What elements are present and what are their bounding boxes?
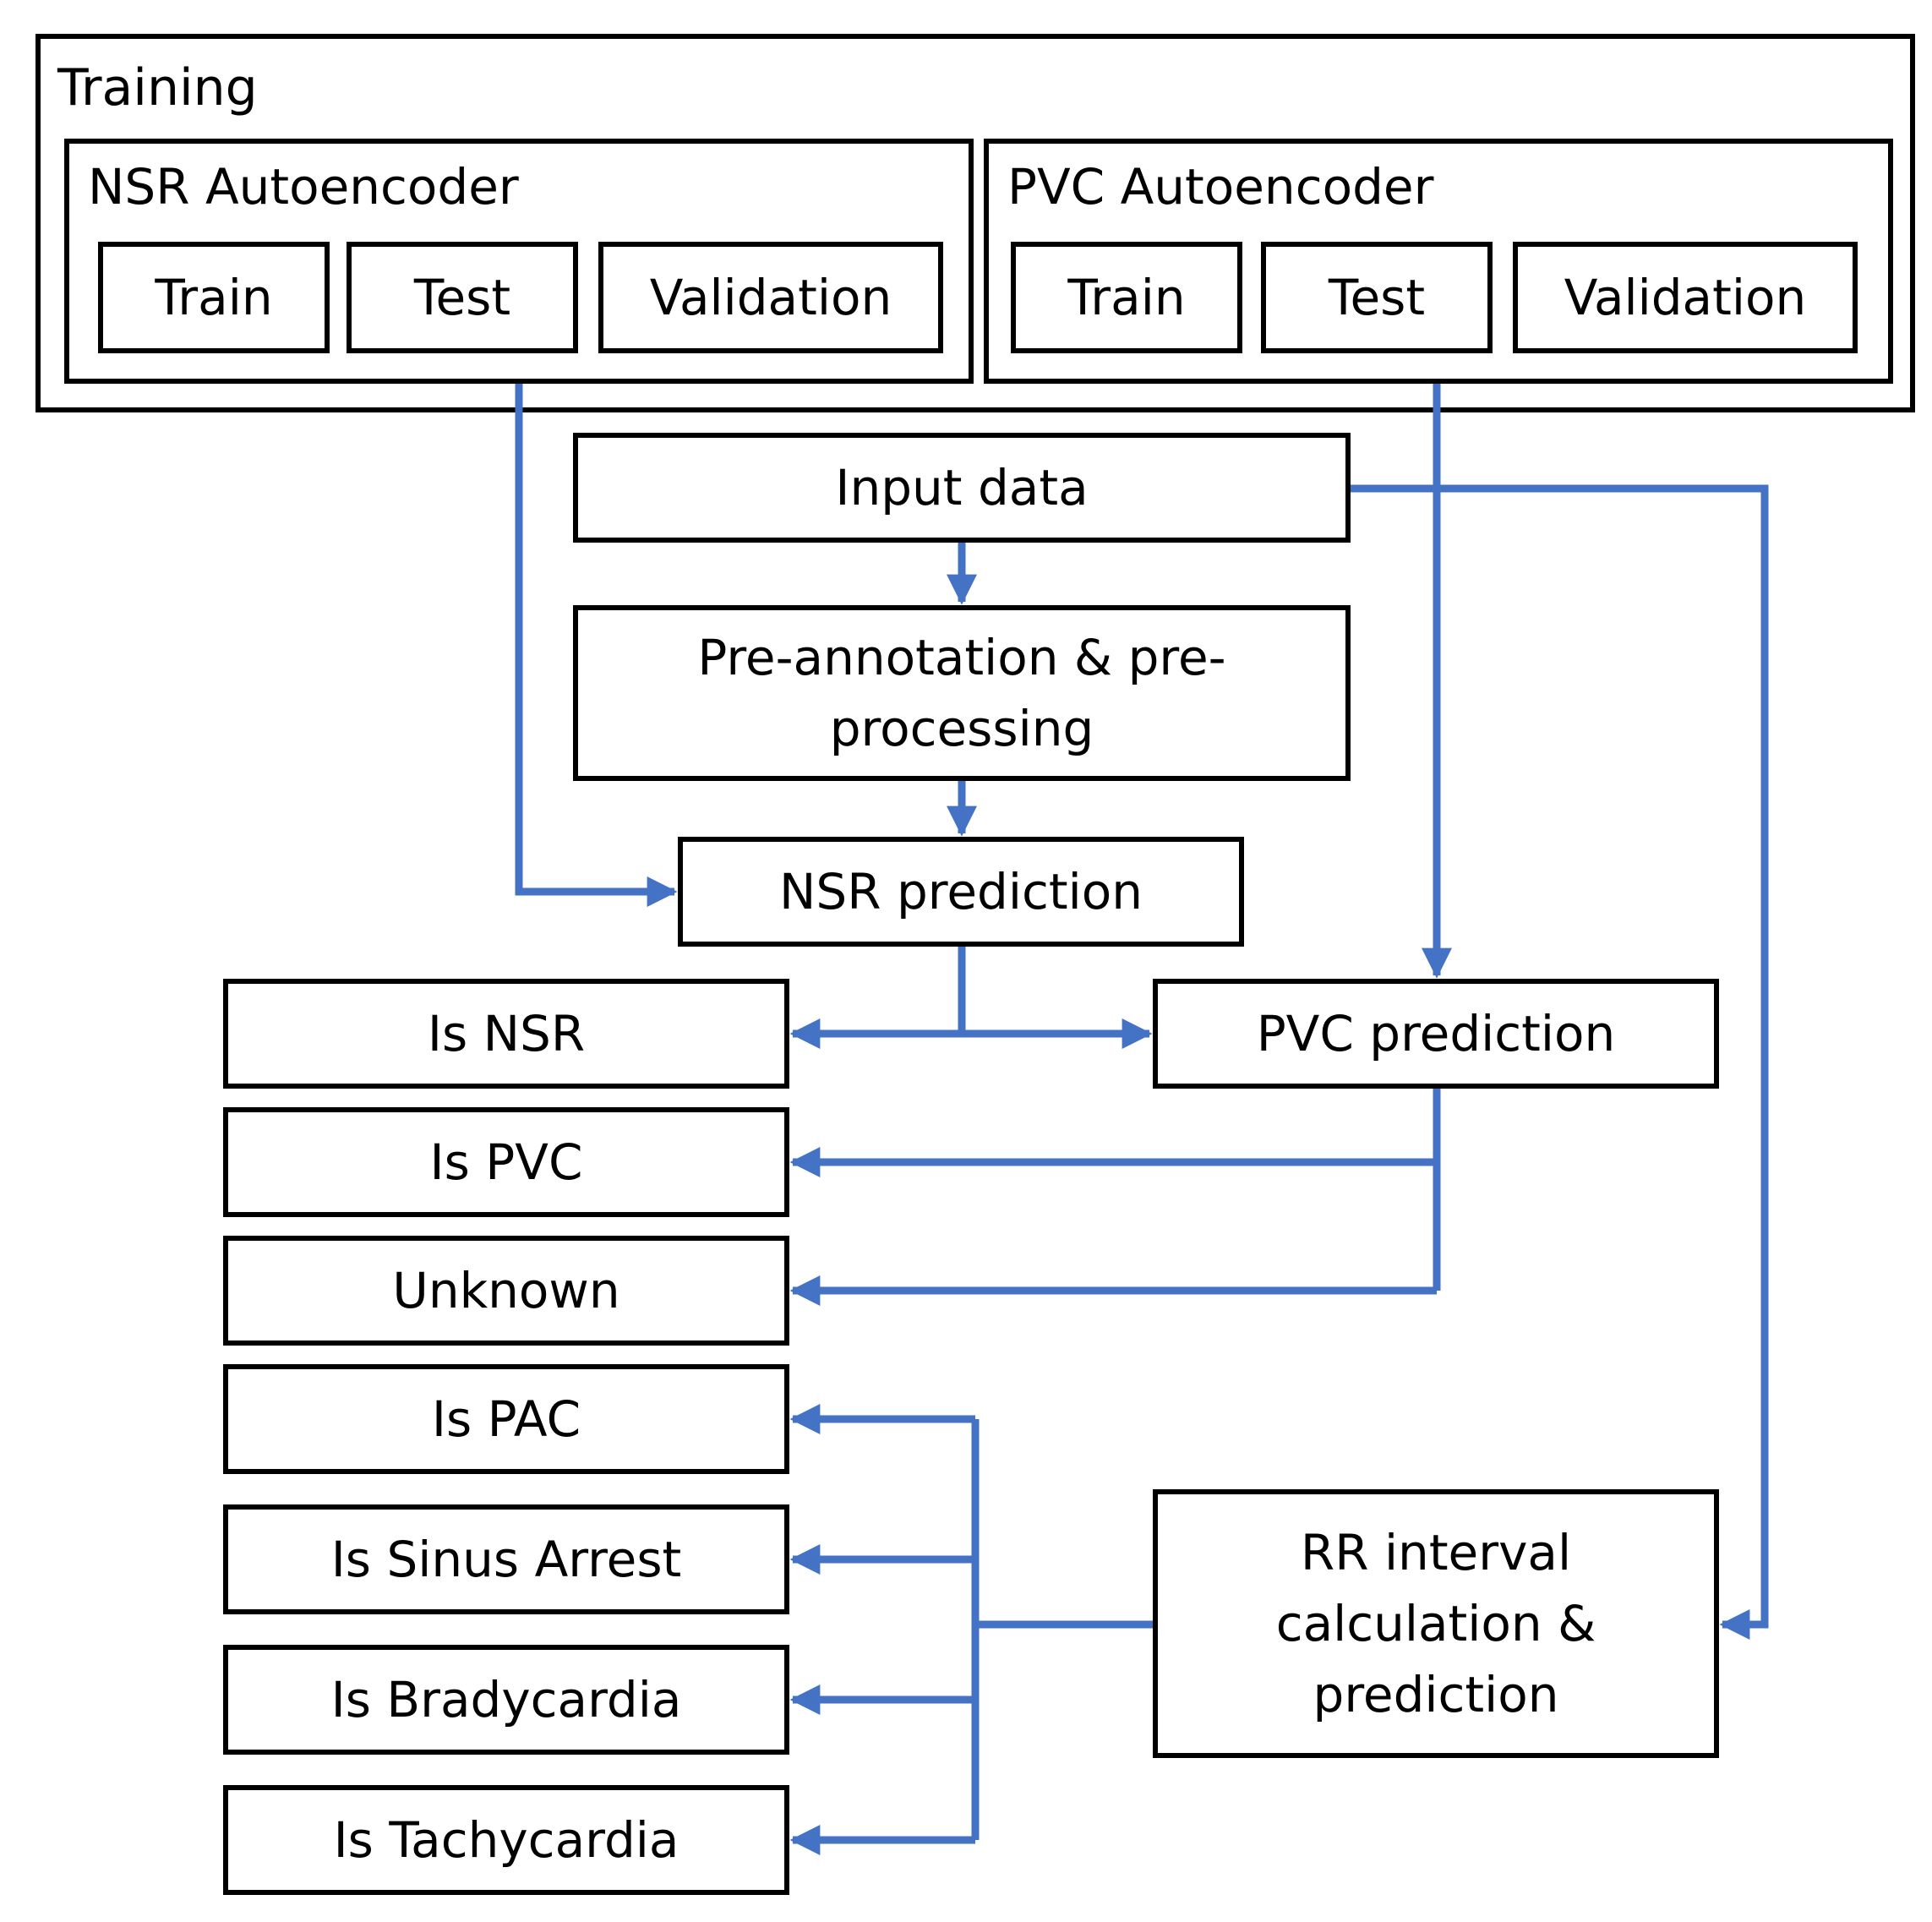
is-bradycardia-box: Is Bradycardia — [223, 1645, 789, 1755]
nsr-prediction-box: NSR prediction — [678, 837, 1244, 947]
nsr-test-box: Test — [347, 242, 578, 353]
preprocessing-box: Pre-annotation & pre- processing — [573, 605, 1351, 781]
is-nsr-box: Is NSR — [223, 979, 789, 1089]
is-tachycardia-box: Is Tachycardia — [223, 1785, 789, 1895]
nsr-validation-box: Validation — [598, 242, 943, 353]
pvc-train-box: Train — [1011, 242, 1242, 353]
is-sinus-arrest-box: Is Sinus Arrest — [223, 1504, 789, 1614]
nsr-autoencoder-title: NSR Autoencoder — [88, 158, 519, 216]
unknown-box: Unknown — [223, 1236, 789, 1346]
is-pvc-box: Is PVC — [223, 1107, 789, 1217]
pvc-prediction-box: PVC prediction — [1153, 979, 1719, 1089]
pvc-test-box: Test — [1261, 242, 1493, 353]
input-data-box: Input data — [573, 433, 1351, 543]
nsr-train-box: Train — [98, 242, 330, 353]
pvc-autoencoder-title: PVC Autoencoder — [1007, 158, 1434, 216]
pvc-validation-box: Validation — [1513, 242, 1858, 353]
training-title: Training — [57, 58, 258, 117]
is-pac-box: Is PAC — [223, 1364, 789, 1474]
rr-interval-box: RR interval calculation & prediction — [1153, 1489, 1719, 1758]
